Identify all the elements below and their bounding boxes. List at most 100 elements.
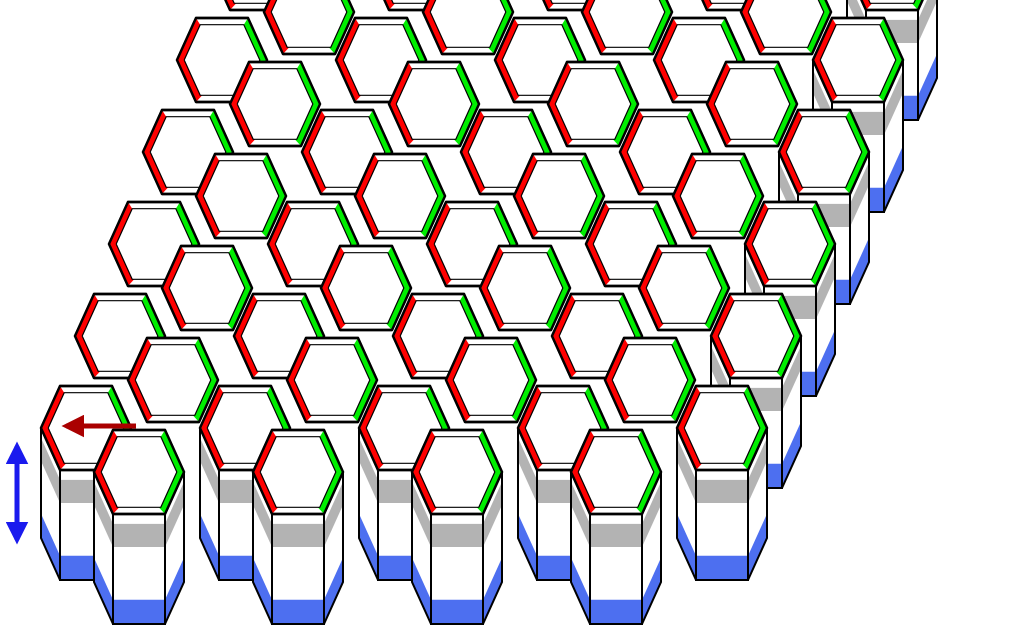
hex-cell: [516, 384, 610, 581]
wall-band-lower: [642, 557, 661, 624]
prism-side-wall: [164, 471, 185, 625]
hex-cell: [421, 0, 515, 56]
hex-cell: [251, 428, 345, 625]
hex-top-face: [671, 152, 765, 240]
wall-band-upper: [41, 437, 60, 503]
wall-band-upper: [677, 437, 696, 503]
hex-cell: [300, 108, 394, 196]
hex-top-face: [160, 244, 254, 332]
wall-band-upper: [412, 481, 431, 547]
hex-top-face: [603, 336, 697, 424]
wall-band-upper: [165, 481, 184, 547]
prism-side-wall: [323, 471, 344, 625]
hex-top-face: [637, 244, 731, 332]
hex-top-face: [777, 108, 871, 196]
prism-side-wall: [917, 0, 938, 121]
hex-cell: [410, 428, 504, 625]
hex-top-face: [421, 0, 515, 56]
prism-side-wall: [641, 471, 662, 625]
wall-band-upper: [94, 481, 113, 547]
hex-cell: [387, 60, 481, 148]
hex-top-face: [387, 60, 481, 148]
wall-band-upper: [571, 481, 590, 547]
hex-top-face: [705, 60, 799, 148]
hex-cell: [160, 244, 254, 332]
wall-band-lower: [272, 599, 324, 624]
wall-band-lower: [483, 557, 502, 624]
wall-band-lower: [113, 599, 165, 624]
prism-side-wall: [747, 427, 768, 581]
prism-side-wall: [695, 469, 749, 581]
wall-band-lower: [324, 557, 343, 624]
hex-cell: [603, 336, 697, 424]
hex-top-face: [300, 108, 394, 196]
wall-band-upper: [518, 437, 537, 503]
wall-band-upper: [782, 345, 801, 411]
wall-band-upper: [748, 437, 767, 503]
wall-band-lower: [696, 555, 748, 580]
prism-side-wall: [40, 427, 61, 581]
wall-band-upper: [253, 481, 272, 547]
wall-band-lower: [918, 53, 937, 120]
hex-top-face: [251, 428, 345, 516]
prism-side-wall: [482, 471, 503, 625]
wall-band-upper: [850, 161, 869, 227]
hex-cell: [194, 152, 288, 240]
hex-top-face: [319, 244, 413, 332]
hex-top-face: [92, 428, 186, 516]
hex-top-face: [478, 244, 572, 332]
wall-band-lower: [412, 557, 431, 624]
prism-side-wall: [430, 513, 484, 625]
wall-band-lower: [165, 557, 184, 624]
prism-side-wall: [271, 513, 325, 625]
hex-top-face: [739, 0, 833, 56]
prism-side-wall: [676, 427, 697, 581]
wall-band-upper: [642, 481, 661, 547]
wall-band-lower: [884, 145, 903, 212]
hex-cell: [478, 244, 572, 332]
wall-band-lower: [431, 599, 483, 624]
hex-cell: [126, 336, 220, 424]
hex-cell: [671, 152, 765, 240]
green-edge: [487, 0, 513, 54]
prism-side-wall: [112, 513, 166, 625]
wall-band-upper: [483, 481, 502, 547]
wall-band-upper: [884, 69, 903, 135]
wall-band-upper: [431, 523, 483, 547]
hex-top-face: [860, 0, 924, 12]
hex-cell: [228, 60, 322, 148]
wall-band-lower: [518, 513, 537, 580]
hex-cell: [637, 244, 731, 332]
hex-cell: [739, 0, 833, 56]
red-edge: [264, 0, 290, 54]
hex-cell: [675, 384, 769, 581]
hex-cell: [444, 336, 538, 424]
red-edge: [741, 0, 767, 54]
wall-band-upper: [816, 253, 835, 319]
hex-top-face: [709, 292, 803, 380]
green-edge: [646, 0, 672, 54]
prism-side-wall: [849, 151, 870, 305]
red-edge: [582, 0, 608, 54]
hex-cell: [92, 428, 186, 625]
hex-cell: [353, 152, 447, 240]
hex-top-face: [811, 16, 905, 104]
wall-band-lower: [41, 513, 60, 580]
prism-side-wall: [93, 471, 114, 625]
wall-band-lower: [253, 557, 272, 624]
wall-band-lower: [782, 421, 801, 488]
wall-band-upper: [200, 437, 219, 503]
hex-cell: [262, 0, 356, 56]
hex-top-face: [228, 60, 322, 148]
wall-band-lower: [94, 557, 113, 624]
hex-top-face: [743, 200, 837, 288]
green-edge: [805, 0, 831, 54]
wall-band-upper: [324, 481, 343, 547]
hex-cell: [285, 336, 379, 424]
annotations: [5, 414, 136, 545]
hex-top-face: [516, 384, 610, 472]
red-edge: [423, 0, 449, 54]
wall-band-upper: [272, 523, 324, 547]
wall-band-upper: [590, 523, 642, 547]
